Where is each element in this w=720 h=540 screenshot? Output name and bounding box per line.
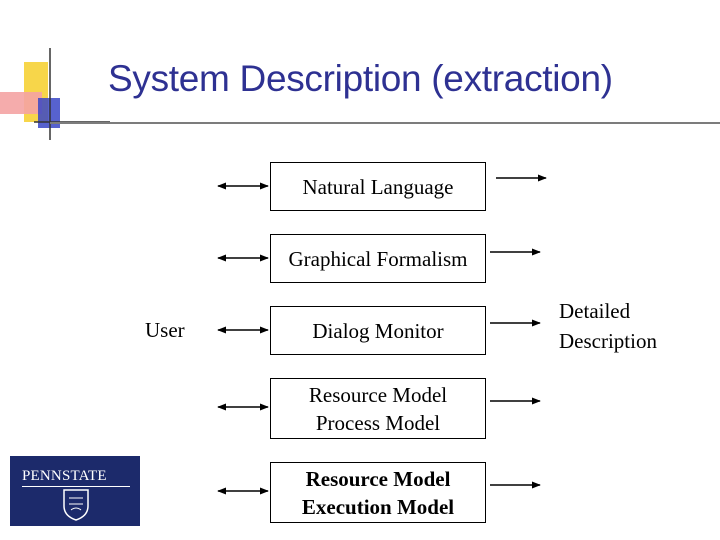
box-natural-language: Natural Language xyxy=(270,162,486,211)
title-underline xyxy=(50,122,720,124)
box-resource-process-model: Resource Model Process Model xyxy=(270,378,486,439)
box-line: Natural Language xyxy=(302,174,454,199)
pennstate-logo: PENNSTATE xyxy=(10,456,140,526)
output-label: Detailed Description xyxy=(559,296,657,356)
accent-red-block xyxy=(0,92,42,114)
output-label-line: Description xyxy=(559,329,657,353)
box-dialog-monitor: Dialog Monitor xyxy=(270,306,486,355)
slide-title: System Description (extraction) xyxy=(108,58,613,99)
logo-wordmark: PENNSTATE xyxy=(22,468,107,484)
box-line: Process Model xyxy=(315,410,441,435)
box-graphical-formalism: Graphical Formalism xyxy=(270,234,486,283)
output-label-line: Detailed xyxy=(559,299,631,323)
shield-icon xyxy=(63,489,89,521)
logo-rule xyxy=(22,486,130,487)
box-line: Resource Model xyxy=(308,382,448,407)
box-line: Execution Model xyxy=(301,494,455,519)
box-line: Graphical Formalism xyxy=(288,246,468,271)
box-line: Resource Model xyxy=(305,466,451,491)
box-resource-execution-model: Resource Model Execution Model xyxy=(270,462,486,523)
user-label: User xyxy=(145,318,185,342)
box-line: Dialog Monitor xyxy=(312,318,444,343)
accent-blue-block xyxy=(38,98,60,128)
corner-accent xyxy=(0,48,110,140)
